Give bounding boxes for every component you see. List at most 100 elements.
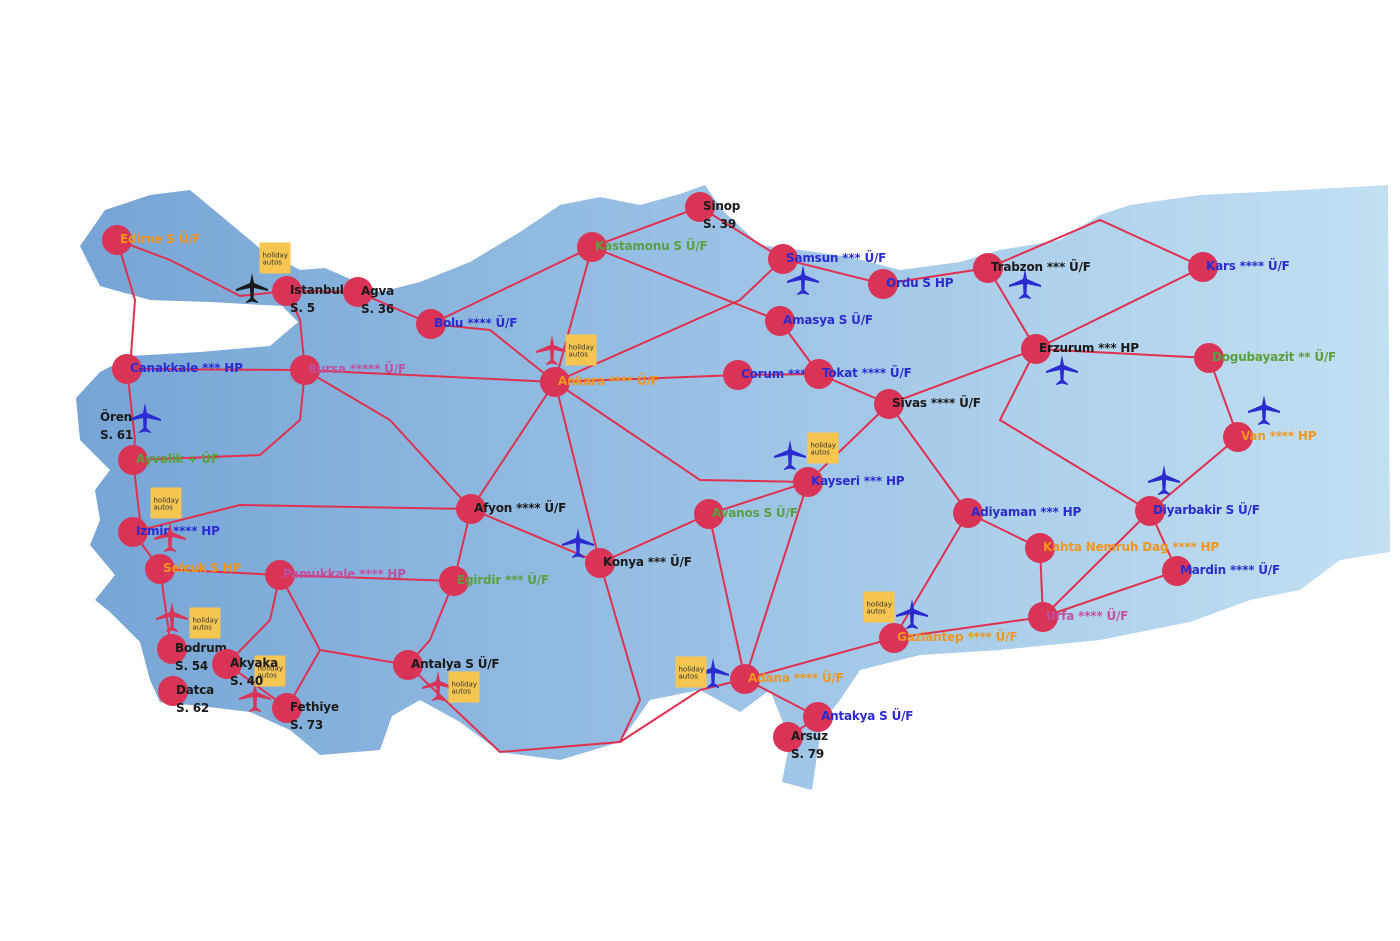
city-label[interactable]: Bursa ***** Ü/F xyxy=(308,360,406,378)
city-label[interactable]: Egirdir *** Ü/F xyxy=(457,571,549,589)
city-marker[interactable] xyxy=(577,232,607,262)
city-label[interactable]: Adiyaman *** HP xyxy=(971,503,1081,521)
city-name: Bodrum xyxy=(175,641,227,655)
city-marker[interactable] xyxy=(1223,422,1253,452)
city-name: Diyarbakir S Ü/F xyxy=(1153,503,1260,517)
car-rental-logo: holiday autos xyxy=(259,242,291,274)
city-label[interactable]: Erzurum *** HP xyxy=(1039,339,1139,357)
city-marker[interactable] xyxy=(272,276,302,306)
city-label[interactable]: Sivas **** Ü/F xyxy=(892,394,981,412)
city-marker[interactable] xyxy=(694,499,724,529)
city-label[interactable]: Ordu S HP xyxy=(886,274,953,292)
city-marker[interactable] xyxy=(723,360,753,390)
page-reference: S. 54 xyxy=(175,659,209,673)
city-label[interactable]: Dogubayazit ** Ü/F xyxy=(1212,348,1336,366)
city-marker[interactable] xyxy=(793,467,823,497)
city-label[interactable]: Afyon **** Ü/F xyxy=(474,499,566,517)
city-marker[interactable] xyxy=(439,566,469,596)
city-marker[interactable] xyxy=(102,225,132,255)
airport-icon xyxy=(1247,393,1281,427)
city-label[interactable]: Tokat **** Ü/F xyxy=(822,364,912,382)
city-marker[interactable] xyxy=(112,354,142,384)
city-name: Samsun *** Ü/F xyxy=(786,251,887,265)
city-marker[interactable] xyxy=(1194,343,1224,373)
city-name: Arsuz xyxy=(791,729,828,743)
city-name: Antalya S Ü/F xyxy=(411,657,500,671)
city-marker[interactable] xyxy=(803,702,833,732)
city-label[interactable]: Selcuk S HP xyxy=(163,559,241,577)
city-label[interactable]: Edirne S Ü/F xyxy=(120,230,201,248)
airport-icon xyxy=(1147,463,1181,497)
airport-icon xyxy=(696,656,730,690)
city-label[interactable]: Gaziantep **** Ü/F xyxy=(897,628,1018,646)
city-marker[interactable] xyxy=(157,634,187,664)
city-marker[interactable] xyxy=(212,649,242,679)
city-label[interactable]: Van **** HP xyxy=(1241,427,1317,445)
city-label[interactable]: Bodrum S. 54 xyxy=(175,639,227,675)
city-label[interactable]: Antakya S Ü/F xyxy=(821,707,913,725)
city-marker[interactable] xyxy=(393,650,423,680)
city-marker[interactable] xyxy=(1162,556,1192,586)
city-name: Urfa **** Ü/F xyxy=(1046,609,1129,623)
city-marker[interactable] xyxy=(685,192,715,222)
city-marker[interactable] xyxy=(765,306,795,336)
city-marker[interactable] xyxy=(1025,533,1055,563)
city-label[interactable]: Kars **** Ü/F xyxy=(1206,257,1290,275)
city-name: Adiyaman *** HP xyxy=(971,505,1082,519)
city-marker[interactable] xyxy=(1021,334,1051,364)
city-label[interactable]: Samsun *** Ü/F xyxy=(786,249,886,267)
city-marker[interactable] xyxy=(768,244,798,274)
city-marker[interactable] xyxy=(874,389,904,419)
city-label[interactable]: Kastamonu S Ü/F xyxy=(595,237,708,255)
city-marker[interactable] xyxy=(773,722,803,752)
city-marker[interactable] xyxy=(118,517,148,547)
city-marker[interactable] xyxy=(158,676,188,706)
city-marker[interactable] xyxy=(456,494,486,524)
city-marker[interactable] xyxy=(1135,496,1165,526)
city-label[interactable]: Antalya S Ü/F xyxy=(411,655,500,673)
city-marker[interactable] xyxy=(343,277,373,307)
city-label[interactable]: Avanos S Ü/F xyxy=(712,504,798,522)
city-marker[interactable] xyxy=(272,693,302,723)
city-marker[interactable] xyxy=(879,623,909,653)
city-label[interactable]: Kayseri *** HP xyxy=(811,472,905,490)
city-label[interactable]: Izmir **** HP xyxy=(136,522,220,540)
city-label[interactable]: Urfa **** Ü/F xyxy=(1046,607,1128,625)
city-label[interactable]: Bolu **** Ü/F xyxy=(434,314,517,332)
city-label[interactable]: Canakkale *** HP xyxy=(130,359,243,377)
city-marker[interactable] xyxy=(1188,252,1218,282)
city-marker[interactable] xyxy=(804,359,834,389)
city-label[interactable]: Ayvalik + ÜF xyxy=(136,450,219,468)
city-marker[interactable] xyxy=(540,367,570,397)
city-marker[interactable] xyxy=(1028,602,1058,632)
city-label[interactable]: Mardin **** Ü/F xyxy=(1180,561,1280,579)
city-label[interactable]: Diyarbakir S Ü/F xyxy=(1153,501,1260,519)
city-marker[interactable] xyxy=(145,554,175,584)
city-marker[interactable] xyxy=(973,253,1003,283)
city-marker[interactable] xyxy=(585,548,615,578)
city-label[interactable]: Ankara **** Ü/F xyxy=(558,372,659,390)
city-label[interactable]: Trabzon *** Ü/F xyxy=(991,258,1091,276)
city-marker[interactable] xyxy=(868,269,898,299)
airport-icon xyxy=(128,401,162,435)
city-label[interactable]: Amasya S Ü/F xyxy=(783,311,873,329)
city-marker[interactable] xyxy=(265,560,295,590)
city-label[interactable]: Konya *** Ü/F xyxy=(603,553,692,571)
city-marker[interactable] xyxy=(118,445,148,475)
city-label[interactable]: Pamukkale **** HP xyxy=(283,565,406,583)
city-marker[interactable] xyxy=(290,355,320,385)
city-label[interactable]: Kahta Nemruh Dag **** HP xyxy=(1043,538,1219,556)
city-marker[interactable] xyxy=(416,309,446,339)
city-marker[interactable] xyxy=(953,498,983,528)
city-marker[interactable] xyxy=(730,664,760,694)
city-label[interactable]: Adana **** Ü/F xyxy=(748,669,844,687)
